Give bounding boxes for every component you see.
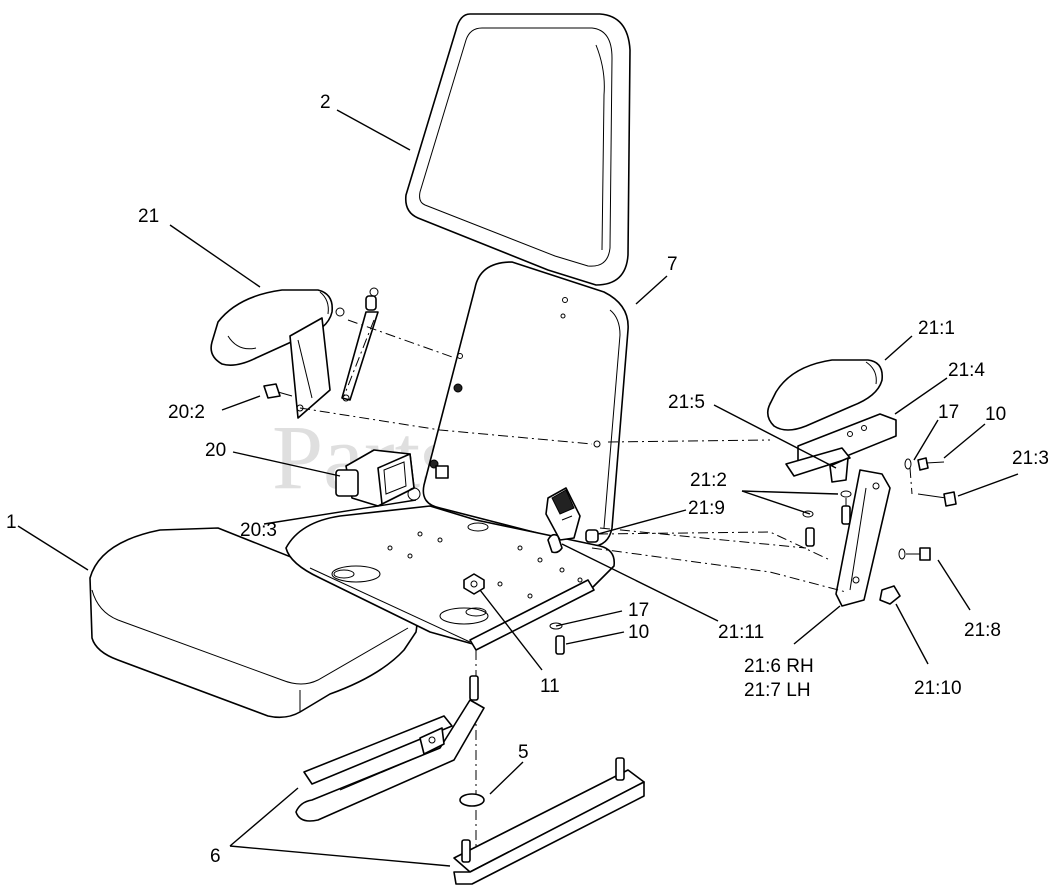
callout-5: 5 (518, 742, 529, 763)
callout-labels: 2 21 7 21:1 21:4 20:2 21:5 17 10 21:3 20… (6, 92, 1049, 867)
part-20-buckle[interactable] (335, 449, 449, 507)
callout-21-5: 21:5 (668, 392, 705, 413)
part-5-cap[interactable] (459, 793, 485, 807)
part-6-right-rail[interactable] (453, 757, 645, 885)
callout-21: 21 (138, 206, 159, 227)
part-21-1-right-armrest-pad[interactable] (766, 359, 884, 431)
seat-pan[interactable] (285, 505, 616, 651)
part-21-left-armrest[interactable] (210, 287, 379, 419)
callout-17-center: 17 (628, 600, 649, 621)
part-21-5-slide-plate[interactable] (785, 447, 851, 483)
part-21-8-bolt[interactable] (898, 547, 931, 561)
part-21-10-bolt[interactable] (879, 585, 901, 605)
part-21-11-knob[interactable] (547, 533, 563, 554)
callout-21-3: 21:3 (1012, 448, 1049, 469)
callout-1: 1 (6, 512, 17, 533)
callout-20-2: 20:2 (168, 402, 205, 423)
part-buckle-right[interactable] (545, 487, 581, 541)
part-21-2-washers[interactable] (802, 490, 852, 547)
part-17-washer-right[interactable] (904, 458, 912, 470)
callout-21-11: 21:11 (718, 622, 764, 643)
part-21-9-bushing[interactable] (585, 529, 599, 543)
part-2-upper-cushion[interactable] (404, 13, 631, 286)
part-21-6-side-plate[interactable] (835, 469, 891, 607)
part-17-washer-center[interactable] (549, 622, 563, 630)
callout-20: 20 (205, 440, 226, 461)
callout-7: 7 (667, 254, 678, 275)
part-20-2-bolt[interactable] (263, 383, 293, 399)
callout-21-8: 21:8 (964, 620, 1001, 641)
callout-10-center: 10 (628, 622, 649, 643)
part-6-left-rail[interactable] (295, 675, 485, 822)
part-21-3-bolt[interactable] (917, 491, 957, 507)
callout-2: 2 (320, 92, 331, 113)
callout-20-3: 20:3 (240, 520, 277, 541)
callout-21-6-rh: 21:6 RH (744, 656, 814, 677)
callout-17-right: 17 (938, 402, 959, 423)
part-11-nut[interactable] (463, 573, 485, 595)
part-10-bolt-right[interactable] (917, 457, 945, 471)
part-7-seat-back[interactable] (422, 261, 629, 547)
part-10-bolt-center[interactable] (555, 635, 565, 655)
callout-6: 6 (210, 846, 221, 867)
callout-10-right: 10 (985, 404, 1006, 425)
callout-11: 11 (540, 676, 560, 697)
leader-lines (17, 109, 1019, 867)
callout-21-2: 21:2 (690, 470, 727, 491)
callout-21-1: 21:1 (918, 318, 955, 339)
callout-21-9: 21:9 (688, 498, 725, 519)
callout-21-10: 21:10 (914, 678, 962, 699)
callout-21-7-lh: 21:7 LH (744, 680, 811, 701)
callout-21-4: 21:4 (948, 360, 985, 381)
